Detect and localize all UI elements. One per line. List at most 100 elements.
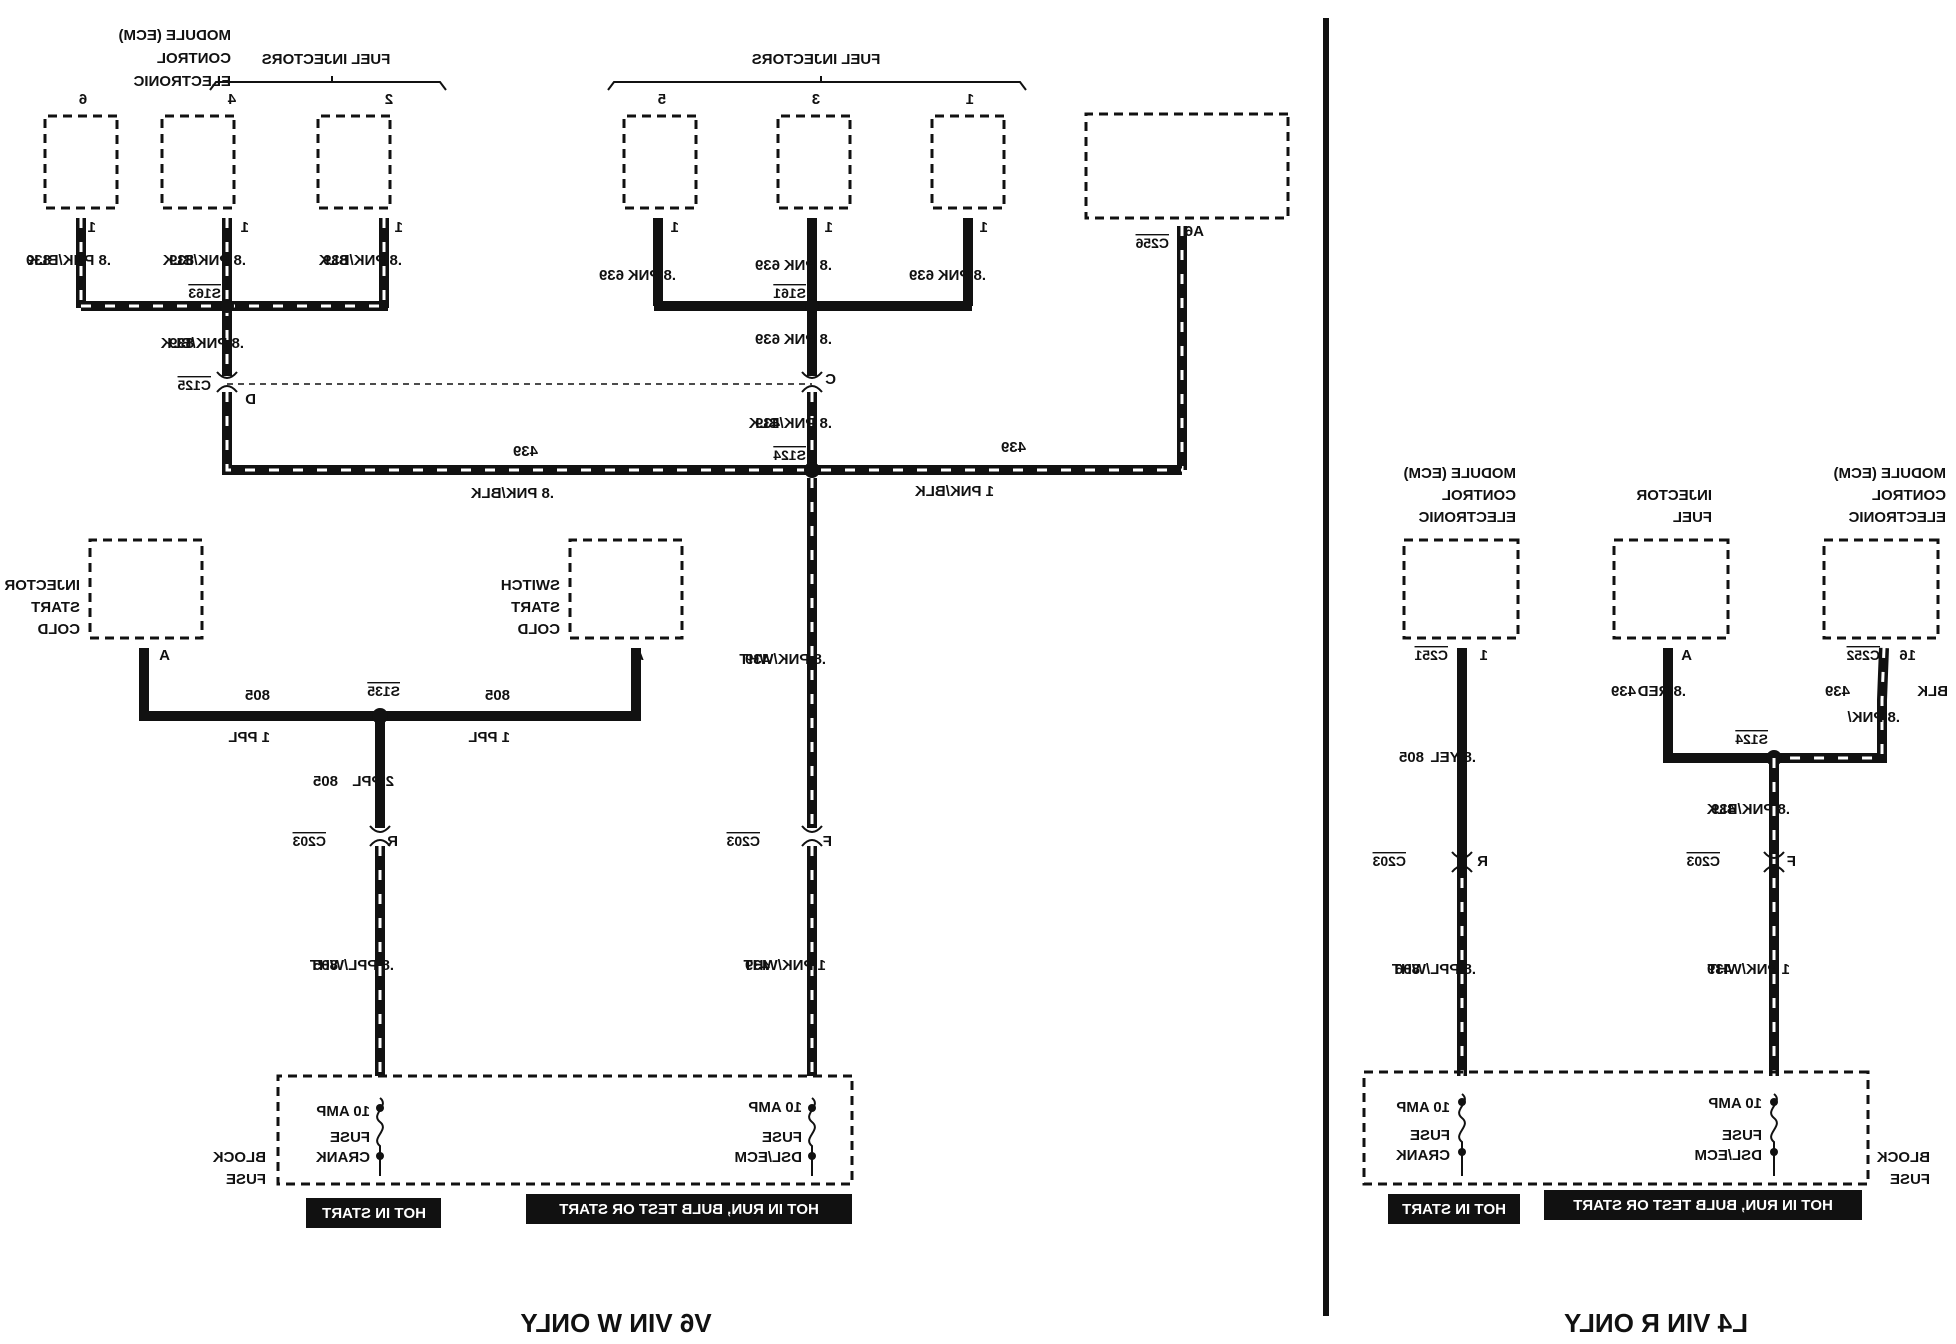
l4-hot-in-start: HOT IN START [1402,1201,1506,1218]
v6-ecm-label-1: MODULE (ECM) [119,27,232,44]
l4-hot-in-run-band [1544,1190,1862,1220]
injector-3-box [776,114,852,210]
pin-d: D [245,391,256,408]
wire-439-d: 439 [745,651,770,668]
pin-c: C [825,371,836,388]
wire-439-a-label: .8 PNK/BLK [748,415,832,432]
connector-c125: C125 [177,377,211,393]
connector-c203-f: C203 [726,833,760,849]
cold-start-switch-box [568,538,684,640]
l4-c203-f-symbol [1763,851,1785,873]
l4-wire-805-label: 805 [1399,749,1424,766]
inj4-pin: 1 [241,219,249,236]
injector-number-4: 4 [227,91,236,108]
wire-805-a: 805 [245,687,270,704]
l4-pin-16: 16 [1899,647,1916,664]
connector-c203-r: C203 [292,833,326,849]
injector-1-box [930,114,1006,210]
l4-hot-in-start-band [1388,1194,1520,1224]
cold-start-injector-pin: A [159,647,170,664]
injector-5-box [622,114,698,210]
cold-start-switch-label-1: COLD [517,621,560,638]
wire-839-c: 839 [323,252,348,269]
ecm-pin-a6: A6 [1185,223,1204,240]
wire-pnkwht-1: 1 PNK/WHT [744,957,827,974]
wire-805-d: 805 [313,957,338,974]
v6-title: V6 VIN W ONLY [520,1308,711,1338]
injector-2-box [316,114,392,210]
v6-injector-brace-left [209,76,447,91]
l4-wire-yel: .8 YEL [1430,749,1476,766]
injector-6-box [43,114,119,210]
v6-hot-in-run: HOT IN RUN, BULB TEST OR START [559,1201,819,1218]
l4-fuse-block-label-1: FUSE [1890,1171,1930,1188]
l4-wire-pplwht: .8 PPL/WHT [1392,961,1476,978]
l4-c251: C251 [1414,647,1448,663]
splice-s163 [220,299,234,313]
bus-439 [222,392,1182,475]
l4-c203-r: C203 [1372,853,1406,869]
v6-hot-in-run-band [526,1194,852,1224]
wire-639-b: 639 [755,257,780,274]
wire-1ppl-b: 1 PPL [468,729,510,746]
splice-s161 [805,299,819,313]
wire-639-c: 639 [909,267,934,284]
wire-639-a: 639 [599,267,624,284]
l4-wire-red: .8 RED [1637,683,1686,700]
v6-hot-in-start-band [306,1198,441,1228]
wire-439-b-label: .8 PNK/BLK [470,485,554,502]
cold-start-switch-label-2: START [511,599,560,616]
cold-start-injector-label-2: START [31,599,80,616]
dslecm-fuse-label-2: FUSE [762,1129,802,1146]
l4-wire-pnkwht: 1 PNK/WHT [1708,961,1791,978]
l4-dslecm-fuse-symbol [1770,1093,1778,1176]
l4-ecm-right-label-3: ELECTRONIC [1848,509,1946,526]
inj2-pin: 1 [395,219,403,236]
wire-805-c: 805 [313,773,338,790]
cold-start-injector-box [88,538,204,640]
l4-wire-pnkblk: .8 PNK/BLK [1706,801,1790,818]
wire-439-c: 439 [1001,439,1026,456]
v6-ecm-label-2: CONTROL [157,50,231,67]
wire-439-b: 439 [513,443,538,460]
cold-start-switch-label-3: SWITCH [501,577,560,594]
v6-ecm-box [1084,112,1290,220]
connector-c125-symbol [216,371,238,393]
v6-fuse-block-label-1: FUSE [226,1171,266,1188]
crank-fuse-label-1: CRANK [316,1149,370,1166]
cold-start-injector-label-3: INJECTOR [4,577,80,594]
injector-number-1: 1 [966,91,974,108]
v6-section: V6 VIN W ONLY FUEL INJECTORS FUEL INJECT… [4,27,1290,1338]
crank-fuse-label-2: FUSE [330,1129,370,1146]
l4-wire-439-b: 439 [1825,683,1850,700]
l4-splice-s124-label: S124 [1735,731,1768,747]
splice-s135-label: S135 [367,683,400,699]
l4-ecm-right-box [1822,538,1940,640]
injector-number-3: 3 [812,91,820,108]
l4-crank-fuse-symbol [1458,1093,1466,1176]
connector-c-symbol [801,371,823,393]
l4-dslecm-fuse-label-3: 10 AMP [1708,1095,1762,1112]
l4-ecm-left-label-1: MODULE (ECM) [1404,465,1517,482]
cold-start-injector-label-1: COLD [37,621,80,638]
wire-639-d-label: .8 PNK [783,331,832,348]
injector-number-6: 6 [79,91,87,108]
wire-839-c-label: .8 PNK/BLK [318,252,402,269]
wires-839 [76,218,389,376]
l4-fuel-injector-label-2: FUEL [1673,509,1712,526]
v6-fuel-injectors-label-left: FUEL INJECTORS [262,51,391,68]
l4-ecm-right-label-1: MODULE (ECM) [1834,465,1947,482]
l4-ecm-right-label-2: CONTROL [1872,487,1946,504]
inj1-pin: 1 [980,219,988,236]
l4-crank-fuse-label-3: 10 AMP [1396,1099,1450,1116]
wire-639-d: 639 [755,331,780,348]
splice-s135 [372,708,388,724]
v6-fuel-injectors-label-mid: FUEL INJECTORS [752,51,881,68]
wires-639 [653,218,973,376]
v6-ecm-label-3: ELECTRONIC [133,73,231,90]
inj5-pin: 1 [671,219,679,236]
dslecm-fuse-label-1: DSL/ECM [735,1149,803,1166]
l4-c203-r-symbol [1451,851,1473,873]
